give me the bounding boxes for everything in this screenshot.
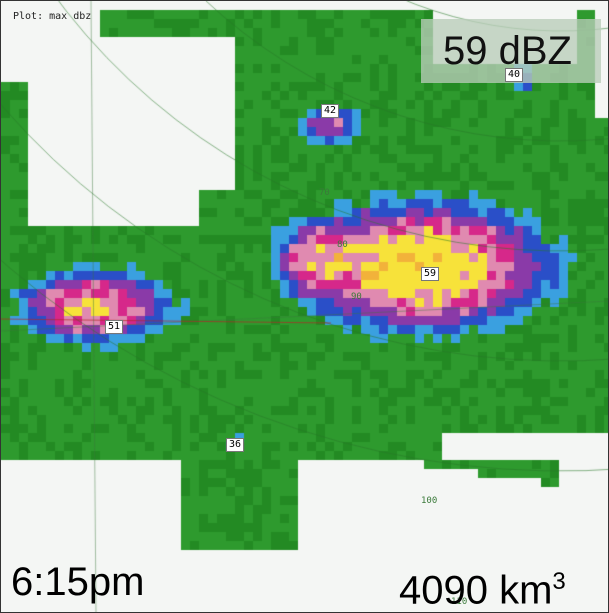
max-reflectivity-value: 59 dBZ [443, 29, 572, 73]
range-ring-label-110: 110 [451, 597, 468, 607]
cell-label-51: 51 [105, 320, 124, 334]
volume-label: 4090 km3 [399, 559, 566, 613]
cell-label-36: 36 [226, 438, 245, 452]
time-label: 6:15pm [11, 560, 145, 604]
range-ring-label-70: 70 [319, 188, 330, 198]
range-ring-label-100: 100 [421, 496, 438, 506]
cell-label-40: 40 [505, 68, 524, 82]
cell-label-59: 59 [421, 267, 440, 281]
range-ring-label-80: 80 [337, 240, 348, 250]
volume-value: 4090 km [399, 568, 553, 613]
volume-unit-superscript: 3 [552, 568, 566, 595]
range-ring-label-90: 90 [351, 292, 362, 302]
cell-label-42: 42 [321, 104, 340, 118]
plot-caption: Plot: max dbz [13, 11, 92, 22]
